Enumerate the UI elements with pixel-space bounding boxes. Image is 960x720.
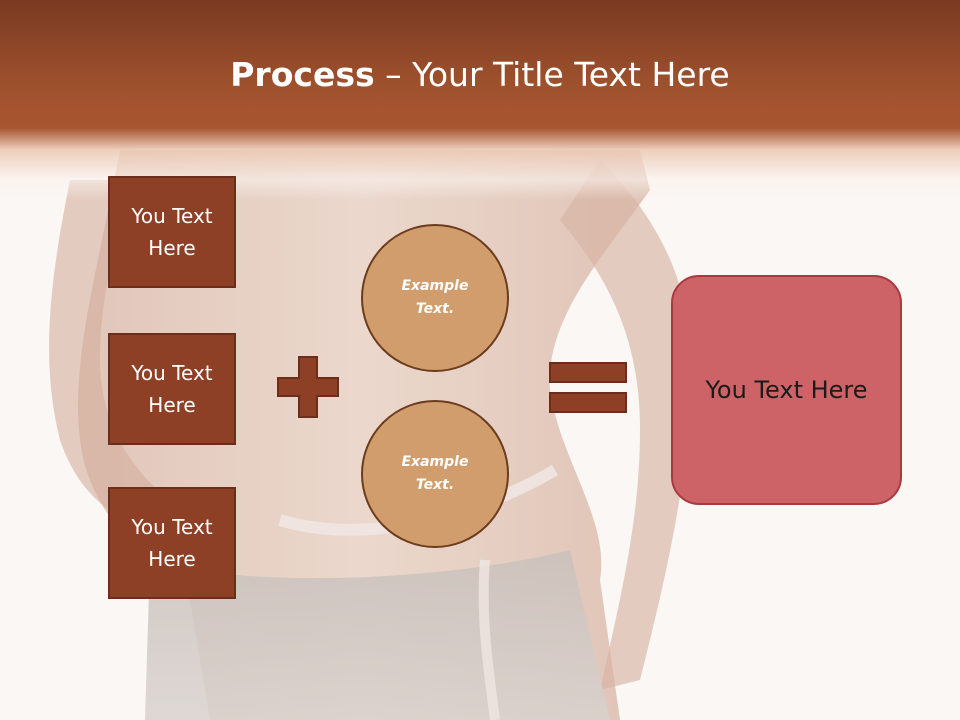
text-box-label: You Text Here — [131, 204, 213, 260]
arm-shape — [560, 160, 693, 690]
plus-icon — [277, 356, 339, 418]
text-box-3: You Text Here — [108, 487, 236, 599]
text-box-label: You Text Here — [131, 515, 213, 571]
example-circle-1: Example Text. — [361, 224, 509, 372]
title-strong: Process — [230, 55, 375, 94]
example-circle-2: Example Text. — [361, 400, 509, 548]
tape-shape — [478, 559, 500, 720]
text-box-1: You Text Here — [108, 176, 236, 288]
circle-label: Example Text. — [401, 278, 469, 317]
title-band — [0, 0, 960, 200]
result-label: You Text Here — [705, 376, 868, 404]
text-box-label: You Text Here — [131, 361, 213, 417]
equals-icon — [549, 362, 627, 413]
circle-label: Example Text. — [401, 454, 469, 493]
slide-title: Process – Your Title Text Here — [0, 52, 960, 98]
result-box: You Text Here — [671, 275, 902, 505]
text-box-2: You Text Here — [108, 333, 236, 445]
arm-shape — [49, 180, 170, 540]
title-rest: Your Title Text Here — [412, 55, 730, 94]
title-separator: – — [374, 55, 413, 94]
